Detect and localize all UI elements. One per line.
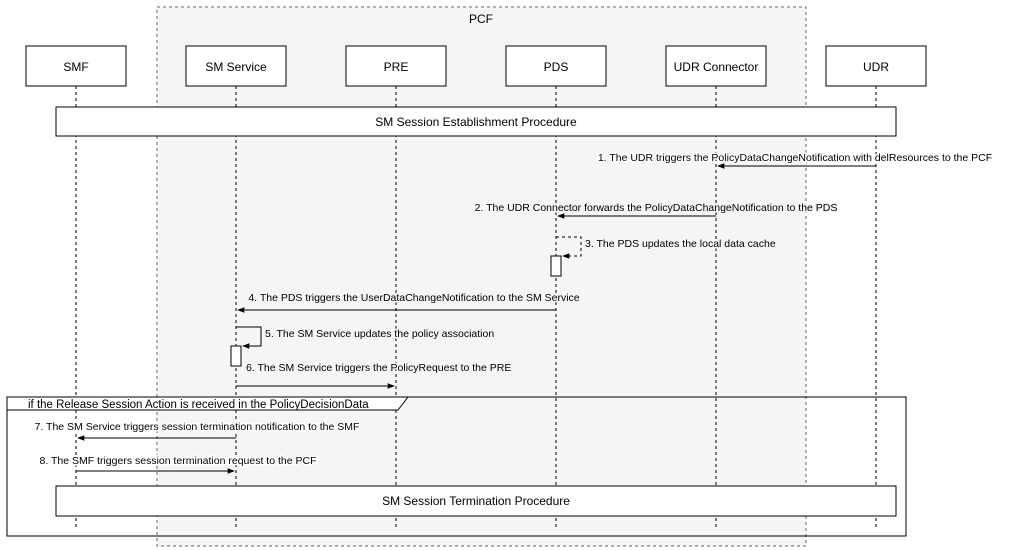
message-7-label: 7. The SM Service triggers session termi… bbox=[35, 421, 360, 433]
message-3-label: 3. The PDS updates the local data cache bbox=[585, 238, 776, 250]
participant-udr-connector-label: UDR Connector bbox=[674, 60, 759, 74]
message-6-label: 6. The SM Service triggers the PolicyReq… bbox=[246, 362, 511, 374]
termination-procedure[interactable]: SM Session Termination Procedure bbox=[55, 485, 897, 517]
message-4-label: 4. The PDS triggers the UserDataChangeNo… bbox=[248, 292, 579, 304]
pcf-group-frame bbox=[156, 6, 807, 547]
message-3[interactable]: 3. The PDS updates the local data cache bbox=[556, 236, 777, 259]
participant-smf-label: SMF bbox=[63, 60, 88, 74]
participant-pre-label: PRE bbox=[384, 60, 409, 74]
pds-activation-bar bbox=[550, 255, 562, 277]
message-1[interactable]: 1. The UDR triggers the PolicyDataChange… bbox=[596, 151, 994, 169]
sm-service-activation-bar bbox=[230, 345, 242, 367]
message-5-label: 5. The SM Service updates the policy ass… bbox=[265, 328, 494, 340]
message-8-label: 8. The SMF triggers session termination … bbox=[39, 455, 316, 467]
participant-udr[interactable]: UDR bbox=[825, 45, 927, 87]
termination-procedure-label: SM Session Termination Procedure bbox=[382, 494, 570, 508]
message-2-label: 2. The UDR Connector forwards the Policy… bbox=[475, 202, 838, 214]
pcf-group-label: PCF bbox=[469, 12, 493, 26]
participant-pds[interactable]: PDS bbox=[505, 45, 607, 87]
message-1-label: 1. The UDR triggers the PolicyDataChange… bbox=[598, 152, 992, 164]
establishment-procedure-label: SM Session Establishment Procedure bbox=[375, 115, 577, 129]
message-8[interactable]: 8. The SMF triggers session termination … bbox=[38, 454, 318, 474]
lifelines bbox=[75, 86, 877, 530]
condition-fragment[interactable]: if the Release Session Action is receive… bbox=[6, 396, 907, 537]
participant-sm-service[interactable]: SM Service bbox=[185, 45, 287, 87]
message-6[interactable]: 6. The SM Service triggers the PolicyReq… bbox=[236, 361, 513, 389]
participant-udr-connector[interactable]: UDR Connector bbox=[665, 45, 767, 87]
participant-sm-service-label: SM Service bbox=[205, 60, 267, 74]
establishment-procedure[interactable]: SM Session Establishment Procedure bbox=[55, 106, 897, 137]
message-7[interactable]: 7. The SM Service triggers session termi… bbox=[33, 420, 361, 441]
condition-fragment-label: if the Release Session Action is receive… bbox=[28, 399, 369, 411]
participant-smf[interactable]: SMF bbox=[25, 45, 127, 87]
message-5[interactable]: 5. The SM Service updates the policy ass… bbox=[236, 326, 496, 349]
message-2[interactable]: 2. The UDR Connector forwards the Policy… bbox=[473, 201, 839, 219]
participant-pre[interactable]: PRE bbox=[345, 45, 447, 87]
message-4[interactable]: 4. The PDS triggers the UserDataChangeNo… bbox=[237, 291, 581, 313]
participant-udr-label: UDR bbox=[863, 60, 889, 74]
participant-pds-label: PDS bbox=[544, 60, 569, 74]
